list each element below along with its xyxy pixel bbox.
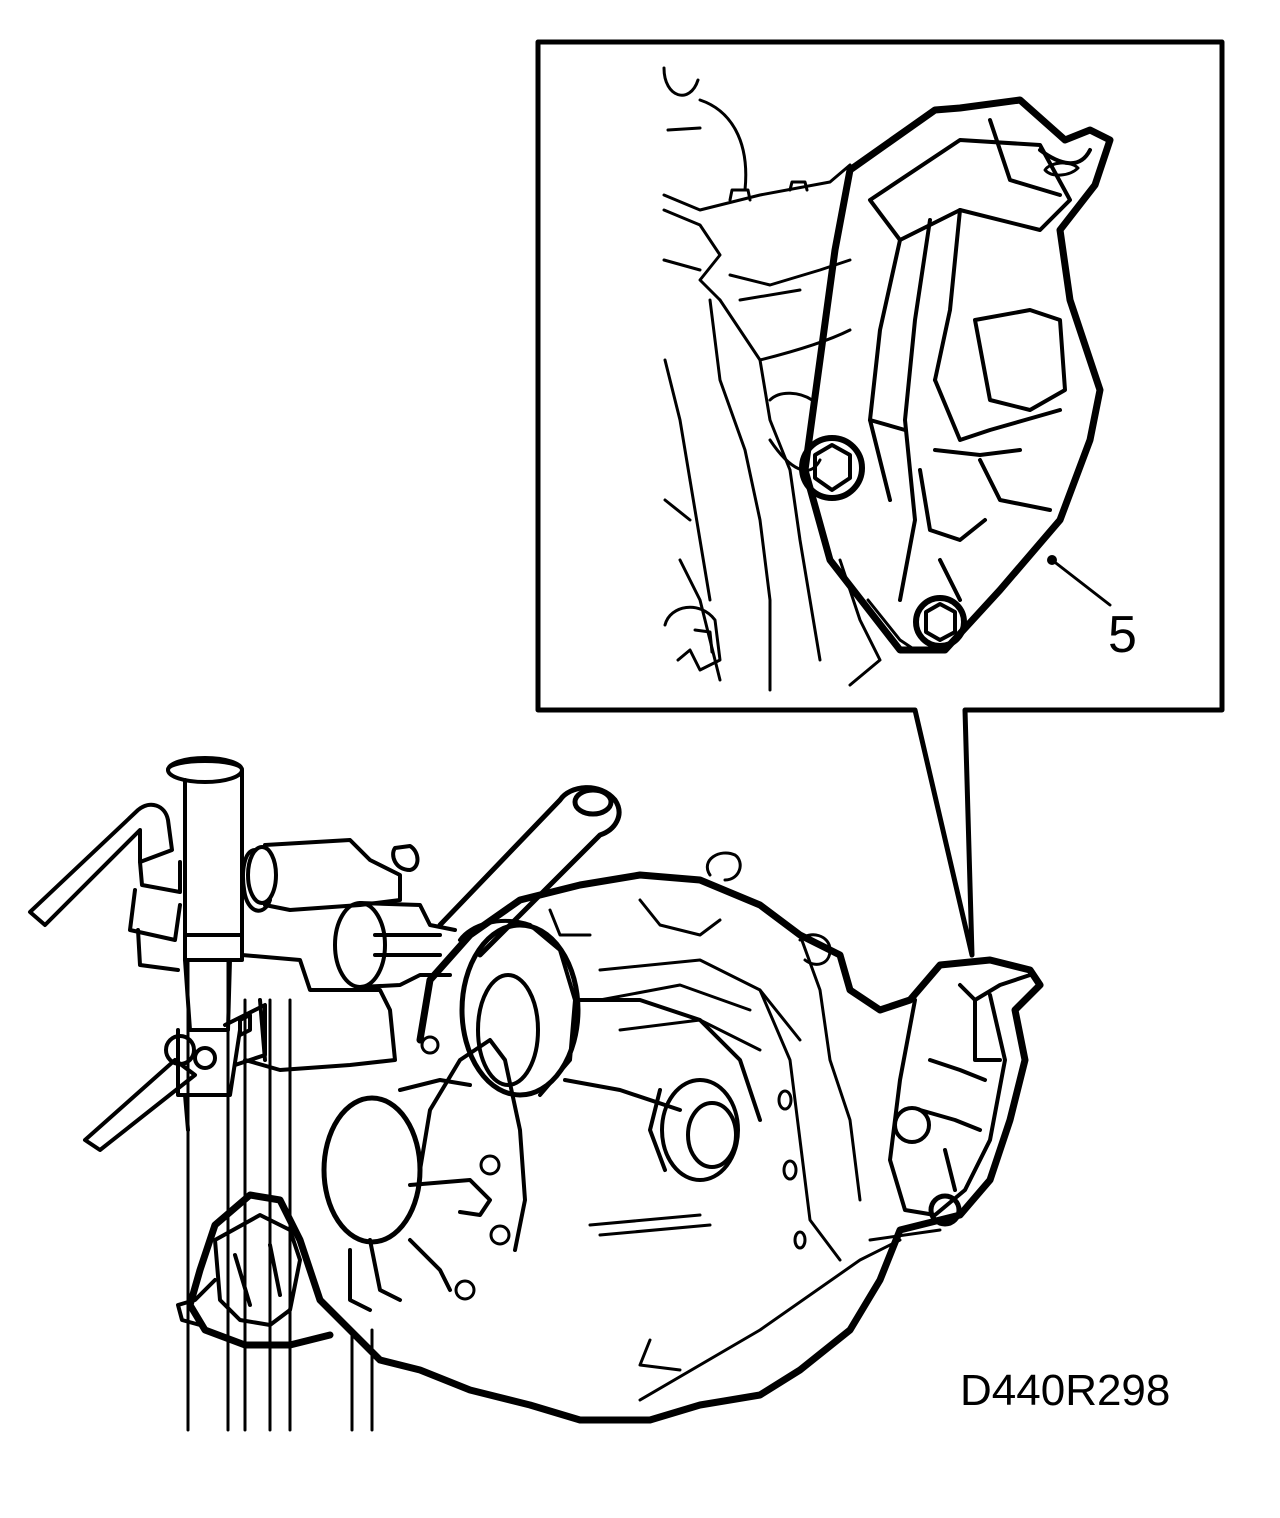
- casing-bolt-holes: [420, 1035, 807, 1301]
- rear-housing: [223, 838, 420, 1072]
- upper-support-rod: [437, 785, 622, 958]
- inset-background-housing: [662, 66, 917, 692]
- inset-mounting-bracket: [799, 96, 1114, 654]
- detail-inset: [535, 39, 1225, 958]
- bracket-outline: [801, 96, 1114, 654]
- callout-number-5: 5: [1108, 606, 1137, 664]
- left-end-cover: [321, 1038, 527, 1312]
- select-lever: [28, 802, 182, 972]
- filler-pipe: [166, 756, 244, 1132]
- callout-5-leader: [1047, 555, 1112, 607]
- gearbox-assembly: [28, 756, 1044, 1432]
- figure-code: D440R298: [960, 1366, 1170, 1415]
- drain-flange: [176, 1213, 302, 1327]
- casing-ribs: [548, 851, 942, 1402]
- bracket-upper-bolt: [799, 435, 865, 501]
- main-mounting-bracket: [888, 973, 1032, 1227]
- inset-frame: [535, 39, 1225, 958]
- locating-pin: [83, 1034, 217, 1152]
- gearbox-main-casing: [186, 871, 1044, 1424]
- end-cover-bearing: [648, 1078, 740, 1182]
- bracket-lower-bolt: [913, 595, 967, 649]
- differential-housing: [458, 918, 762, 1122]
